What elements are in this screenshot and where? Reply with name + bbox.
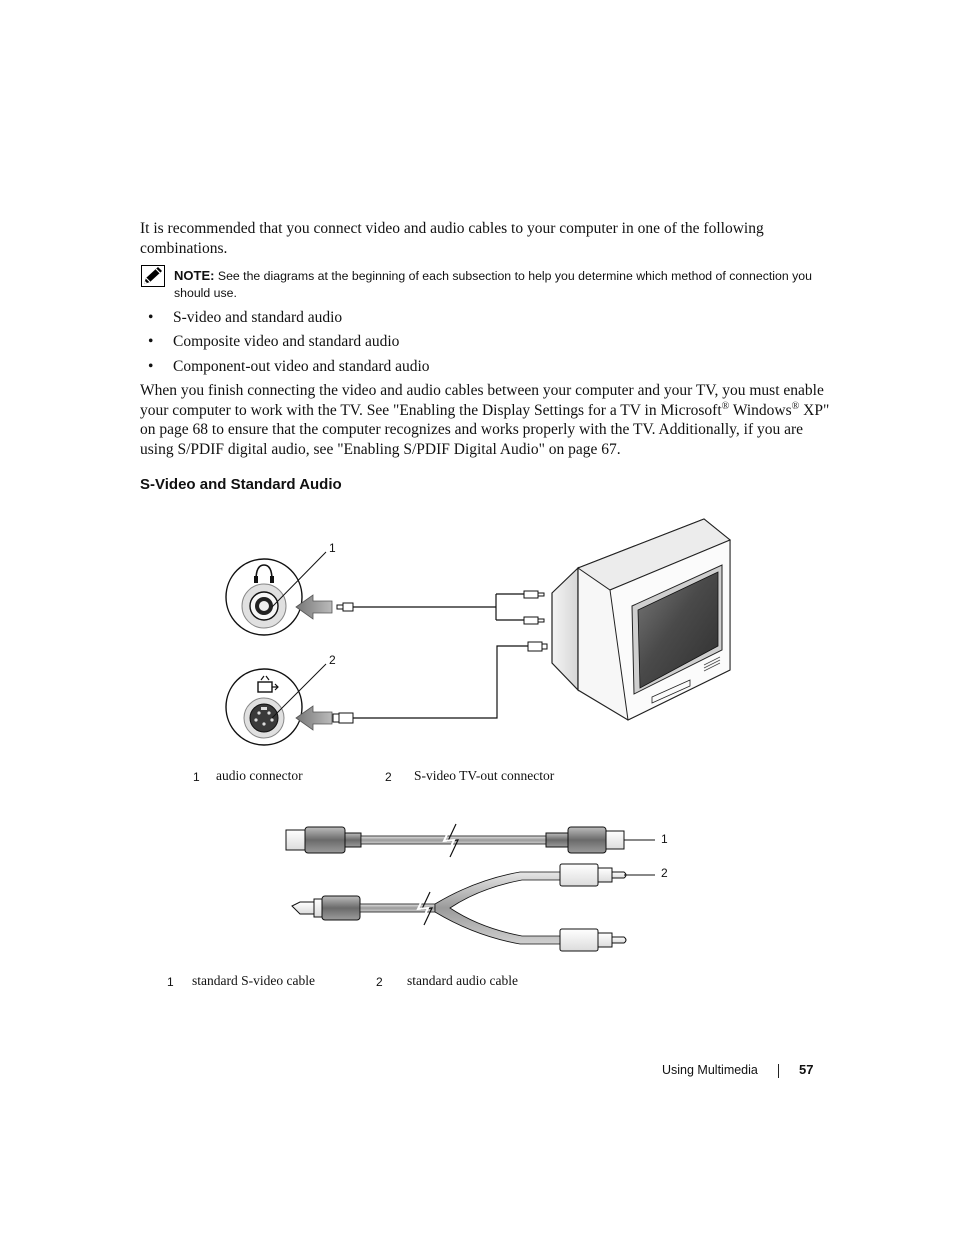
paragraph-part: When you finish connecting the video and… — [140, 382, 824, 419]
paragraph-part: Windows — [732, 401, 792, 419]
audio-cable-line — [353, 593, 524, 621]
insert-arrow-svideo — [295, 705, 333, 731]
tv-out-icon — [257, 675, 279, 693]
note-label: NOTE: — [174, 268, 215, 283]
television — [551, 518, 731, 721]
intro-paragraph: It is recommended that you connect video… — [140, 220, 764, 257]
callout-number: 2 — [329, 653, 336, 667]
note-block: NOTE: See the diagrams at the beginning … — [174, 267, 824, 302]
note-pencil-icon — [141, 265, 165, 287]
tv-rca-plugs — [523, 590, 548, 652]
footer-section-title: Using Multimedia — [662, 1063, 758, 1077]
legend-number: 2 — [385, 770, 392, 784]
registered-mark: ® — [791, 400, 800, 412]
list-item: Component-out video and standard audio — [173, 358, 430, 375]
bullet-marker: • — [148, 358, 154, 375]
legend-number: 1 — [193, 770, 200, 784]
legend-label: S-video TV-out connector — [414, 768, 555, 783]
headphone-icon — [254, 564, 274, 583]
paragraph-part: XP" on page 68 to ensure that the comput… — [140, 401, 830, 458]
audio-cable — [291, 863, 627, 952]
callout-number: 2 — [661, 866, 668, 880]
svideo-cable-line — [353, 645, 528, 719]
callout-number: 1 — [329, 541, 336, 555]
instructions-paragraph: When you finish connecting the video and… — [140, 381, 830, 459]
list-item: S-video and standard audio — [173, 309, 343, 326]
note-text: See the diagrams at the beginning of eac… — [174, 269, 812, 300]
bullet-marker: • — [148, 309, 154, 326]
legend-number: 1 — [167, 975, 174, 989]
svideo-connector-panel — [225, 668, 303, 746]
insert-arrow-audio — [295, 594, 333, 620]
footer-divider — [778, 1064, 779, 1078]
bullet-marker: • — [148, 333, 154, 350]
list-item: Composite video and standard audio — [173, 333, 400, 350]
legend-label: standard audio cable — [407, 973, 518, 988]
legend-label: standard S-video cable — [192, 973, 315, 988]
page-number: 57 — [799, 1062, 814, 1077]
registered-mark: ® — [721, 400, 730, 412]
legend-number: 2 — [376, 975, 383, 989]
svideo-cable — [285, 823, 625, 858]
callout-number: 1 — [661, 832, 668, 846]
legend-label: audio connector — [216, 768, 303, 783]
section-heading: S-Video and Standard Audio — [140, 476, 342, 493]
audio-connector-panel — [225, 558, 303, 636]
